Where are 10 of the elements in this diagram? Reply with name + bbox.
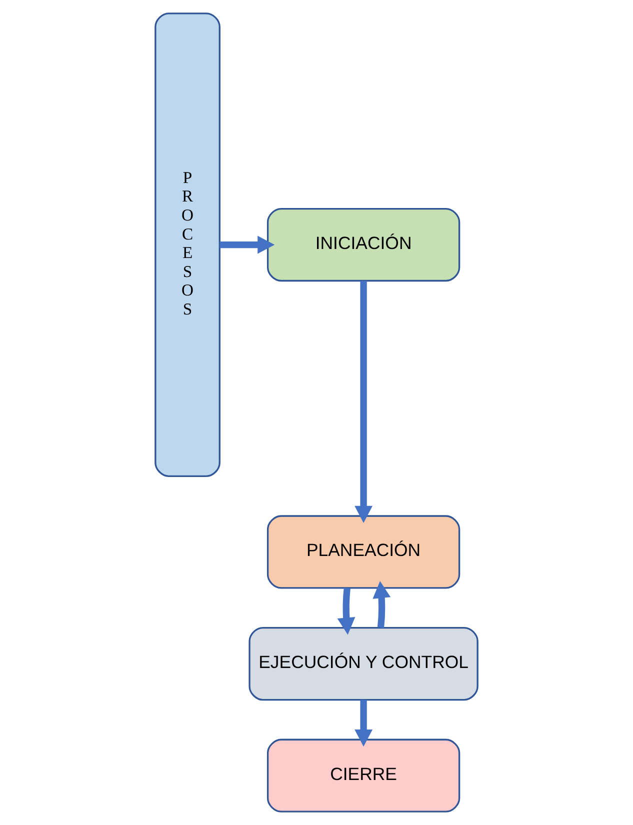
arrow <box>354 700 373 747</box>
node-box: PLANEACIÓN <box>266 515 460 589</box>
node-box: INICIACIÓN <box>266 208 460 282</box>
node-box: PROCESOS <box>154 12 220 477</box>
arrow <box>337 588 356 635</box>
arrow <box>220 236 275 254</box>
arrow <box>354 280 373 523</box>
node-box: EJECUCIÓN Y CONTROL <box>248 626 478 701</box>
node-box: CIERRE <box>266 738 460 812</box>
arrow <box>372 580 391 628</box>
